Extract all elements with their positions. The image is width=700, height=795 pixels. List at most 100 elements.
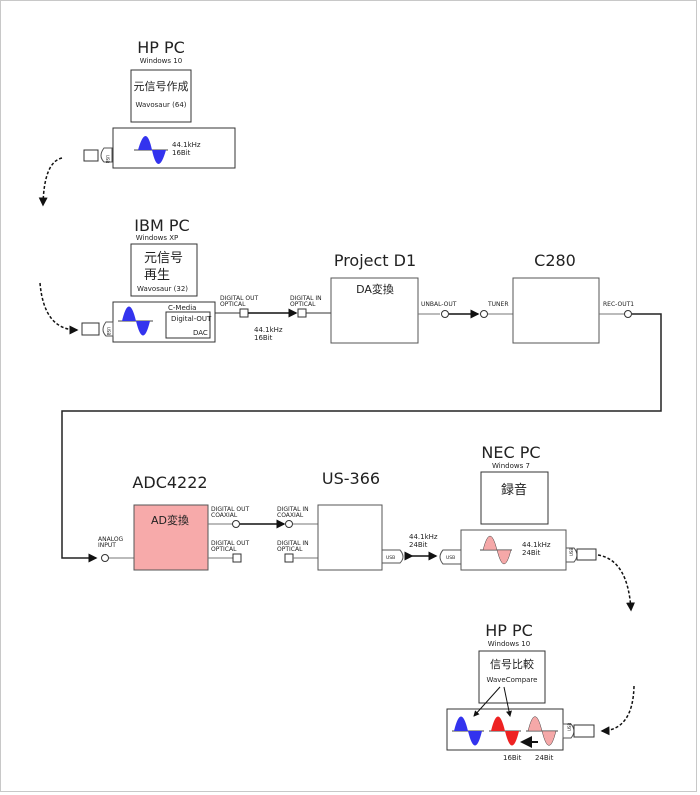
- device-box: [330, 277, 419, 344]
- task-label: 信号比較: [490, 657, 534, 671]
- port-label: UNBAL-OUT: [421, 301, 457, 308]
- usb-plug-icon: USB: [565, 547, 597, 563]
- wave-negative: [152, 150, 166, 164]
- software-label: Wavosaur (32): [137, 285, 188, 293]
- c280-title: C280: [534, 251, 576, 270]
- wave-16bit-source-neg: [468, 731, 482, 746]
- app-box: [478, 650, 546, 704]
- usb-label: USB: [569, 548, 574, 556]
- card-digital-out: Digital-OUT: [171, 315, 212, 323]
- label-16bit: 16Bit: [503, 754, 522, 762]
- usb-port-icon: [439, 549, 462, 565]
- project-d1-title: Project D1: [334, 251, 416, 270]
- coax-out-port: [232, 520, 240, 528]
- transfer-arrow-1: [38, 157, 63, 207]
- format-rate: 44.1kHz: [522, 541, 551, 549]
- device-box: [133, 504, 209, 571]
- optical-in-port: [297, 308, 307, 318]
- usb-port-icon: [381, 549, 404, 564]
- format-rate: 44.1kHz: [172, 141, 201, 149]
- link-rate: 44.1kHz: [254, 326, 283, 334]
- hp-pc-compare: HP PC Windows 10 信号比較 WaveCompare 16Bit …: [446, 621, 595, 762]
- port-label: DIGITAL OUT: [211, 540, 249, 547]
- card-dac: DAC: [193, 329, 208, 337]
- port-label: INPUT: [98, 542, 116, 549]
- port-label: DIGITAL OUT: [220, 295, 258, 302]
- transfer-arrow-2: [39, 282, 79, 335]
- nec-pc: NEC PC Windows 7 録音 USB 44.1kHz 24Bit US…: [439, 443, 597, 571]
- card-name: C-Media: [168, 304, 196, 312]
- link-rate: 44.1kHz: [409, 533, 438, 541]
- compare-arrow-b: [503, 686, 512, 717]
- port-label: DIGITAL IN: [290, 295, 322, 302]
- wave-16bit-result-pos: [491, 716, 505, 731]
- hp-pc-os: Windows 10: [140, 57, 182, 65]
- opt-out-port: [232, 553, 242, 563]
- port-label: OPTICAL: [211, 546, 237, 553]
- wave-16bit-source-pos: [454, 716, 468, 731]
- software-label: WaveCompare: [487, 676, 538, 684]
- ibm-pc-title: IBM PC: [134, 216, 189, 235]
- app-box: [130, 243, 198, 297]
- task-label: 録音: [501, 482, 527, 498]
- port-label: OPTICAL: [220, 301, 246, 308]
- port-label: DIGITAL IN: [277, 540, 309, 547]
- coax-in-port: [285, 520, 293, 528]
- format-bits: 24Bit: [522, 549, 541, 557]
- analog-input-port: [101, 554, 109, 562]
- usb-label: USB: [386, 555, 395, 561]
- port-label: REC-OUT1: [603, 301, 634, 308]
- usb-label: USB: [106, 327, 111, 335]
- ibm-pc-os: Windows XP: [136, 234, 179, 242]
- port-label: TUNER: [487, 301, 509, 308]
- wave-negative: [136, 321, 150, 336]
- function-label: DA変換: [356, 282, 394, 296]
- usb-plug-icon: USB: [83, 147, 113, 163]
- task-line-1: 元信号: [144, 251, 183, 266]
- hp-pc-compare-os: Windows 10: [488, 640, 530, 648]
- label-24bit: 24Bit: [535, 754, 554, 762]
- wave-negative: [496, 549, 512, 565]
- adc4222: ANALOG INPUT ADC4222 AD変換 DIGITAL OUT CO…: [98, 473, 249, 571]
- port-label: OPTICAL: [277, 546, 303, 553]
- hp-pc-source: HP PC Windows 10 元信号作成 Wavosaur (64) 44.…: [83, 38, 236, 169]
- task-line-2: 再生: [144, 268, 170, 283]
- usb-label: USB: [446, 555, 455, 561]
- opt-in-port: [284, 553, 294, 563]
- port-label: COAXIAL: [277, 512, 304, 519]
- device-box: [512, 277, 600, 344]
- port-label: OPTICAL: [290, 301, 316, 308]
- nec-pc-title: NEC PC: [481, 443, 540, 462]
- optical-out-port: [239, 308, 249, 318]
- ibm-pc: IBM PC Windows XP 元信号 再生 Wavosaur (32) C…: [81, 216, 283, 343]
- wave-positive: [138, 136, 152, 150]
- usb-label: USB: [567, 723, 572, 731]
- format-bits: 16Bit: [172, 149, 191, 157]
- audio-file-box: [460, 529, 567, 571]
- transfer-arrow-3: [597, 554, 636, 612]
- wave-16bit-result-neg: [505, 731, 519, 746]
- app-box: [480, 471, 549, 525]
- card-inner-box: [165, 311, 211, 339]
- audio-file-box: [112, 127, 236, 169]
- adc-title: ADC4222: [132, 473, 207, 492]
- port-label: COAXIAL: [211, 512, 238, 519]
- port-label: DIGITAL OUT: [211, 506, 249, 513]
- software-label: Wavosaur (64): [135, 101, 186, 109]
- app-box: [130, 69, 192, 123]
- port-label: ANALOG: [98, 536, 124, 543]
- task-label: 元信号作成: [134, 80, 189, 93]
- hp-pc-compare-title: HP PC: [485, 621, 533, 640]
- tuner-port: [480, 310, 488, 318]
- device-box: [317, 504, 383, 571]
- us-366: DIGITAL IN COAXIAL DIGITAL IN OPTICAL US…: [277, 469, 438, 571]
- rec-out-port: [624, 310, 632, 318]
- usb-plug-icon: USB: [562, 723, 595, 739]
- port-label: DIGITAL IN: [277, 506, 309, 513]
- wave-positive: [122, 306, 136, 321]
- unbal-out-port: [441, 310, 449, 318]
- usb-label: USB: [105, 155, 110, 163]
- c280: TUNER C280 REC-OUT1: [480, 251, 634, 344]
